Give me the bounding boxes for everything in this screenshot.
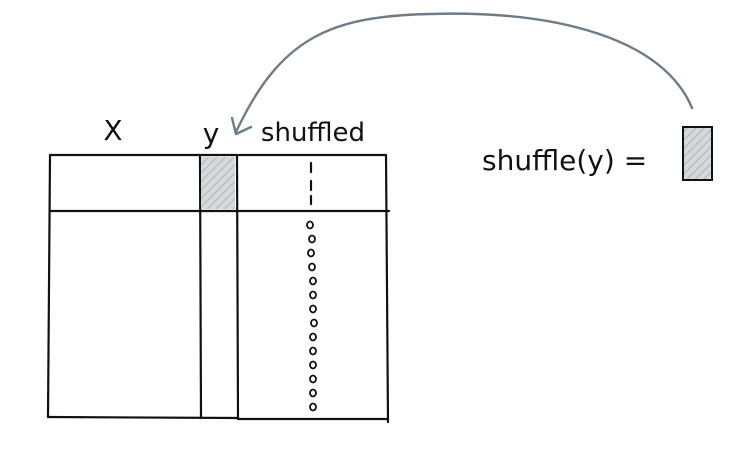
- table-bottom-border: [46, 415, 240, 420]
- table-left-border: [46, 153, 52, 419]
- y-first-cell-shaded: [201, 157, 235, 209]
- y-label: y: [203, 117, 220, 150]
- y-right-border: [235, 153, 240, 420]
- curved-arrow: [234, 12, 694, 134]
- x-label: X: [103, 114, 122, 147]
- shuffled-label: shuffled: [261, 118, 365, 148]
- data-table: [46, 153, 391, 420]
- shuffled-values-dots: [306, 220, 318, 412]
- shuffled-column: [236, 153, 390, 424]
- shuffled-y-box: [682, 126, 713, 181]
- x-y-divider: [198, 153, 203, 420]
- shuffle-function-label: shuffle(y) =: [482, 144, 647, 177]
- shuffled-right-border: [384, 153, 390, 424]
- arrow-head: [230, 116, 253, 136]
